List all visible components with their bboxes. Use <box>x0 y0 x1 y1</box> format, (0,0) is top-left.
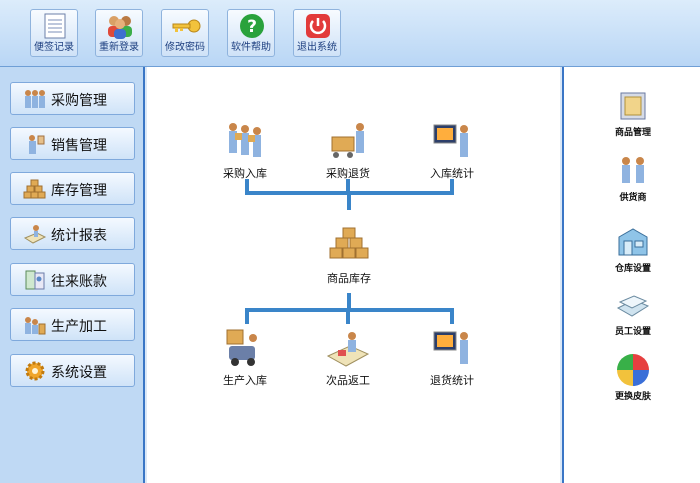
quick-item-staff[interactable]: 员工设置 <box>598 288 668 337</box>
change-password-button-label: 修改密码 <box>165 42 205 53</box>
sidebar-item-label: 统计报表 <box>51 228 107 244</box>
flow-item-label: 次品返工 <box>326 374 370 387</box>
flow-item-return-stats[interactable]: 退货统计 <box>412 326 492 388</box>
sidebar-item-settings[interactable]: 系统设置 <box>10 354 135 387</box>
boxes-icon <box>329 227 369 259</box>
quick-item-label: 供货商 <box>619 193 647 203</box>
connector <box>347 193 351 210</box>
quick-item-goods[interactable]: 商品管理 <box>598 89 668 138</box>
flow-item-label: 采购退货 <box>326 167 370 180</box>
flow-item-production-in[interactable]: 生产入库 <box>205 326 285 388</box>
notepad-button-label: 便签记录 <box>34 42 74 53</box>
forklift-icon <box>226 329 257 366</box>
toolbar: 便签记录 重新登录 修改密码 ? 软件帮助 退出系统 <box>0 0 700 67</box>
report-icon <box>23 225 47 244</box>
workers-icon <box>229 123 261 157</box>
desk-icon <box>326 332 370 367</box>
sidebar-item-label: 生产加工 <box>51 319 107 335</box>
presentation-icon <box>433 331 468 364</box>
connector <box>346 179 350 193</box>
flow-item-purchase-return[interactable]: 采购退货 <box>308 119 388 181</box>
quick-item-warehouse[interactable]: 仓库设置 <box>598 225 668 274</box>
color-wheel-icon <box>617 354 649 386</box>
flow-panel: 采购入库 采购退货 入库统计 商品库存 生 <box>147 67 560 483</box>
notepad-button[interactable]: 便签记录 <box>30 9 78 57</box>
connector <box>347 293 351 310</box>
boxes-icon <box>23 179 46 199</box>
relogin-button-label: 重新登录 <box>99 42 139 53</box>
flow-item-stock-in-stats[interactable]: 入库统计 <box>412 119 492 181</box>
users-icon <box>108 16 132 39</box>
sidebar-item-accounts[interactable]: 往来账款 <box>10 263 135 296</box>
flow-item-label: 入库统计 <box>430 167 474 180</box>
flow-item-label: 生产入库 <box>223 374 267 387</box>
help-button-label: 软件帮助 <box>231 42 271 53</box>
sidebar-item-sales[interactable]: 销售管理 <box>10 127 135 160</box>
production-icon <box>25 317 46 335</box>
cart-icon <box>331 123 364 158</box>
connector <box>245 310 249 324</box>
flow-item-stock[interactable]: 商品库存 <box>309 224 389 286</box>
flow-item-label: 采购入库 <box>223 167 267 180</box>
quick-panel: 商品管理 供货商 仓库设置 员工设置 更换皮肤 <box>562 67 700 483</box>
sidebar-item-label: 采购管理 <box>51 93 107 109</box>
notepad-icon <box>44 13 66 39</box>
sidebar-item-purchase[interactable]: 采购管理 <box>10 82 135 115</box>
change-password-button[interactable]: 修改密码 <box>161 9 209 57</box>
flow-item-label: 退货统计 <box>430 374 474 387</box>
relogin-button[interactable]: 重新登录 <box>95 9 143 57</box>
connector <box>450 179 454 193</box>
help-button[interactable]: ? 软件帮助 <box>227 9 275 57</box>
sidebar-item-production[interactable]: 生产加工 <box>10 308 135 341</box>
exit-button[interactable]: 退出系统 <box>293 9 341 57</box>
svg-text:?: ? <box>247 17 257 37</box>
sidebar-item-label: 系统设置 <box>51 365 107 381</box>
power-icon <box>306 14 330 38</box>
workers-icon <box>25 90 45 108</box>
sidebar-item-label: 库存管理 <box>51 183 107 199</box>
connector <box>346 310 350 324</box>
connector <box>245 179 249 193</box>
quick-item-skin[interactable]: 更换皮肤 <box>598 353 668 402</box>
quick-item-supplier[interactable]: 供货商 <box>598 154 668 203</box>
salesman-icon <box>29 135 45 154</box>
warehouse-icon <box>618 228 648 256</box>
sidebar-item-label: 往来账款 <box>51 274 107 290</box>
supplier-icon <box>622 157 644 183</box>
presentation-icon <box>433 124 468 157</box>
flow-item-defect-rework[interactable]: 次品返工 <box>308 326 388 388</box>
help-icon: ? <box>240 14 264 38</box>
quick-item-label: 商品管理 <box>614 128 651 138</box>
sidebar-item-reports[interactable]: 统计报表 <box>10 217 135 250</box>
sidebar-item-inventory[interactable]: 库存管理 <box>10 172 135 205</box>
key-icon <box>172 19 201 33</box>
flow-item-purchase-in[interactable]: 采购入库 <box>205 119 285 181</box>
goods-box-icon <box>620 92 646 120</box>
account-icon <box>25 270 45 290</box>
sidebar-item-label: 销售管理 <box>51 138 107 154</box>
staff-card-icon <box>616 295 650 317</box>
sidebar: 采购管理 销售管理 库存管理 统计报表 往来账款 <box>0 67 145 483</box>
gear-icon <box>25 361 45 381</box>
connector <box>450 310 454 324</box>
exit-button-label: 退出系统 <box>297 42 337 53</box>
quick-item-label: 更换皮肤 <box>614 392 651 402</box>
quick-item-label: 员工设置 <box>614 327 651 337</box>
quick-item-label: 仓库设置 <box>614 264 651 274</box>
flow-item-label: 商品库存 <box>327 272 371 285</box>
